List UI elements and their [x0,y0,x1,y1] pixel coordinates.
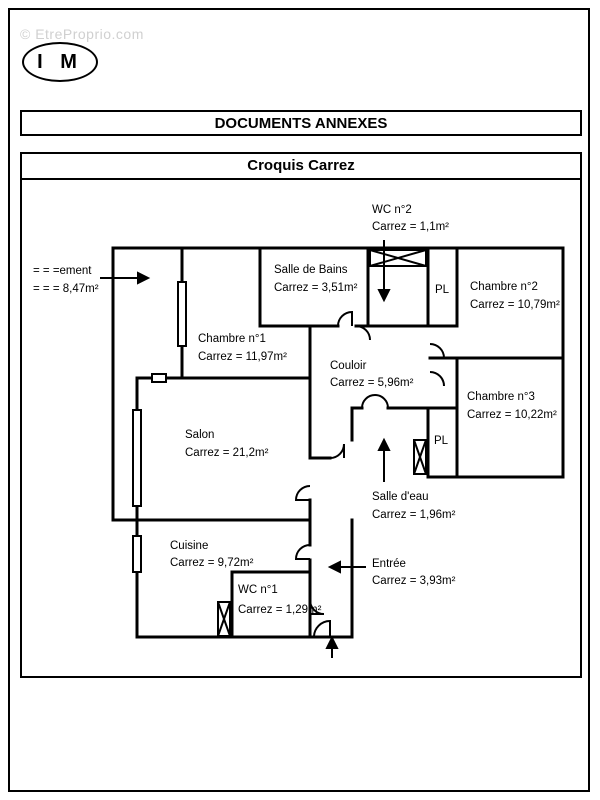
wall-wc2-bottom [354,246,459,328]
outer-wall-top [111,246,565,479]
plan-title: Croquis Carrez [20,152,582,180]
door-ch3 [429,371,445,387]
watermark: © EtreProprio.com [20,26,144,42]
label-ch3-name: Chambre n°3 [467,391,535,403]
arrow-entree-head [327,560,341,574]
label-wc2-name: WC n°2 [372,204,412,216]
wall-pl2 [426,406,459,479]
label-wc1-name: WC n°1 [238,584,278,596]
label-ch1-name: Chambre n°1 [198,333,266,345]
label-couloir-name: Couloir [330,360,367,372]
door-swings [294,310,446,638]
wall-sdb [258,246,340,328]
label-degagement-area: = = = 8,47m² [33,283,99,295]
arrows [100,240,391,658]
label-sde-name: Salle d'eau [372,491,429,503]
label-ch1-area: Carrez = 11,97m² [198,351,287,363]
wall-wc1 [230,570,312,639]
label-salon-name: Salon [185,429,214,441]
door-sde [361,394,389,409]
label-ch2-area: Carrez = 10,79m² [470,299,560,311]
label-cuisine-area: Carrez = 9,72m² [170,557,254,569]
label-ch2-name: Chambre n°2 [470,281,538,293]
page-frame [8,8,590,792]
window-salon-top [151,373,167,383]
label-salon-area: Carrez = 21,2m² [185,447,269,459]
door-wc2 [355,325,371,341]
door-ch1 [294,485,311,501]
door-salon [329,443,345,459]
window-ch1 [177,281,187,347]
logo: I M [22,42,98,82]
arrow-sde-head [377,437,391,451]
label-ch3-area: Carrez = 10,22m² [467,409,557,421]
label-cuisine-name: Cuisine [170,540,208,552]
window-cuisine [132,535,142,573]
duct-wc1-x2 [217,601,231,637]
door-wc1 [309,599,325,615]
door-couloir-right [429,343,446,359]
label-wc2-area: Carrez = 1,1m² [372,221,449,233]
entry-wall [308,518,354,639]
door-entree [313,619,331,638]
door-sdb [337,310,353,327]
wall-couloir-left [308,324,332,460]
label-pl2: PL [434,435,449,447]
arrow-wc2-head [377,289,391,303]
label-sdb-area: Carrez = 3,51m² [274,282,358,294]
duct-wc2-x2 [369,249,427,267]
label-entree-name: Entrée [372,558,406,570]
window-salon-left [132,409,142,507]
label-pl1: PL [435,284,450,296]
label-wc1-area: Carrez = 1,29m² [238,604,322,616]
room-labels: = = =ement = = = 8,47m² WC n°2 Carrez = … [33,204,560,616]
arrow-degagement-head [137,271,151,285]
label-degagement-name: = = =ement [33,265,92,277]
label-sde-area: Carrez = 1,96m² [372,509,456,521]
section-header: DOCUMENTS ANNEXES [20,110,582,136]
label-couloir-area: Carrez = 5,96m² [330,377,414,389]
duct-sde-x2 [413,439,427,475]
plan-box [20,152,582,678]
arrow-entrance-head [325,635,339,649]
label-sdb-name: Salle de Bains [274,264,348,276]
label-entree-area: Carrez = 3,93m² [372,575,456,587]
walls [111,246,565,639]
door-cuisine [294,544,311,560]
windows [132,281,187,573]
